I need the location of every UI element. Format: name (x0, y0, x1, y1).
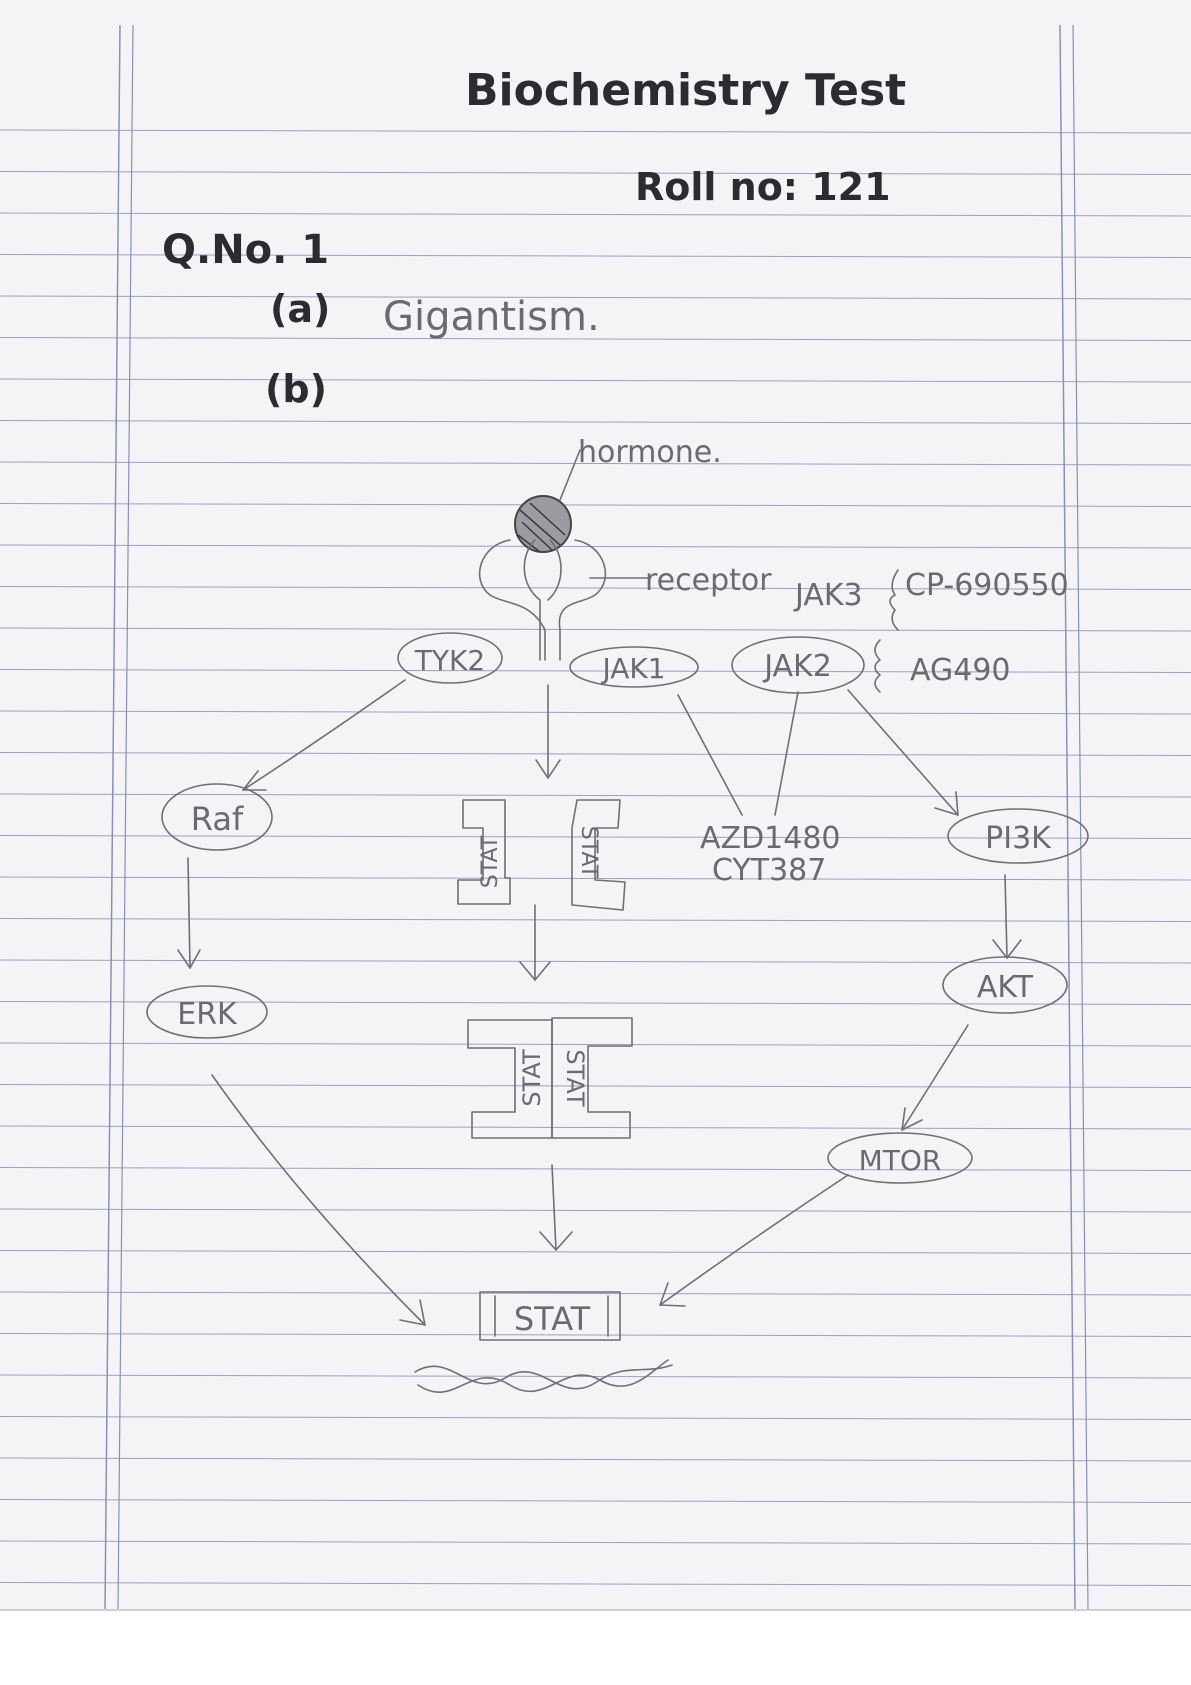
part-a-answer: Gigantism. (383, 294, 600, 340)
jak1-label: JAK1 (600, 652, 665, 685)
azd1480-label: AZD1480 (700, 821, 841, 856)
roll-number: Roll no: 121 (635, 165, 891, 209)
receptor-label: receptor (645, 563, 772, 598)
jak3-label: JAK3 (793, 578, 863, 613)
stat-dimer-right-label: STAT (561, 1049, 589, 1107)
jak3-inhibitor-label: CP-690550 (905, 568, 1069, 603)
hormone-label: hormone. (578, 435, 722, 470)
stat-dimer-left-label: STAT (518, 1049, 546, 1107)
pi3k-label: PI3K (985, 821, 1052, 856)
jak2-inhibitor-label: AG490 (910, 653, 1011, 688)
raf-label: Raf (191, 800, 244, 838)
part-a-label: (a) (270, 287, 330, 331)
stat-target-label: STAT (514, 1300, 591, 1338)
jak2-label: JAK2 (762, 649, 832, 684)
stat-monomer-right-label: STAT (576, 826, 601, 879)
tyk2-label: TYK2 (414, 644, 485, 677)
stat-monomer-left-label: STAT (478, 835, 503, 888)
test-title: Biochemistry Test (465, 65, 906, 116)
erk-label: ERK (177, 997, 238, 1032)
question-label: Q.No. 1 (162, 227, 329, 273)
mtor-label: MTOR (859, 1144, 942, 1177)
part-b-label: (b) (265, 367, 327, 411)
cyt387-label: CYT387 (712, 853, 826, 888)
akt-label: AKT (977, 970, 1034, 1005)
